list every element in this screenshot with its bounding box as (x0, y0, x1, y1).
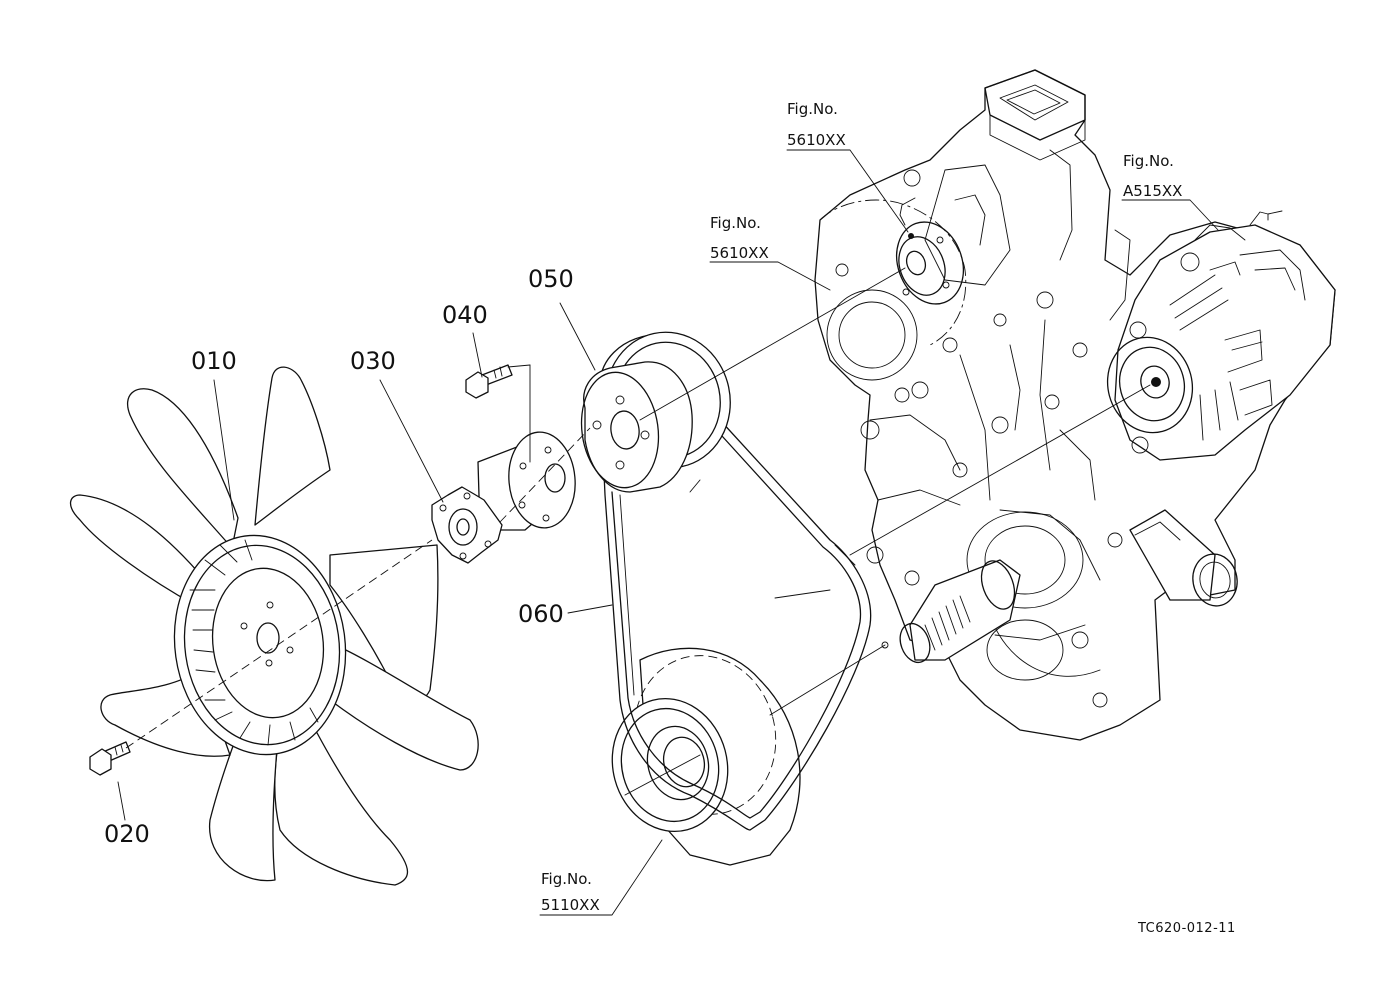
part-label-030: 030 (350, 347, 396, 375)
fan-spacer-030 (431, 431, 576, 564)
bolt-020 (89, 741, 131, 776)
drawing-code: TC620-012-11 (1137, 921, 1236, 936)
part-label-010: 010 (191, 347, 237, 375)
leader-lines (117, 149, 1219, 916)
fig-ref-number-water-pump-top[interactable]: 5610XX (787, 131, 846, 149)
fig-ref-number-water-pump-mid[interactable]: 5610XX (710, 244, 769, 262)
fig-ref-caption-alternator: Fig.No. (1123, 152, 1174, 170)
alternator (1106, 210, 1336, 461)
assembly-lines (125, 267, 1151, 749)
cooling-fan-010 (69, 366, 479, 886)
water-pump-pulley-050 (580, 331, 731, 493)
part-label-050: 050 (528, 265, 574, 293)
fig-ref-number-crank-pulley[interactable]: 5110XX (541, 896, 600, 914)
fig-ref-caption-water-pump-mid: Fig.No. (710, 214, 761, 232)
crankshaft-pulley (611, 647, 801, 866)
fig-ref-caption-water-pump-top: Fig.No. (787, 100, 838, 118)
fig-ref-number-alternator[interactable]: A515XX (1123, 182, 1182, 200)
fig-ref-caption-crank-pulley: Fig.No. (541, 870, 592, 888)
part-label-060: 060 (518, 600, 564, 628)
part-label-020: 020 (104, 820, 150, 848)
bolt-040 (465, 364, 513, 399)
part-label-040: 040 (442, 301, 488, 329)
